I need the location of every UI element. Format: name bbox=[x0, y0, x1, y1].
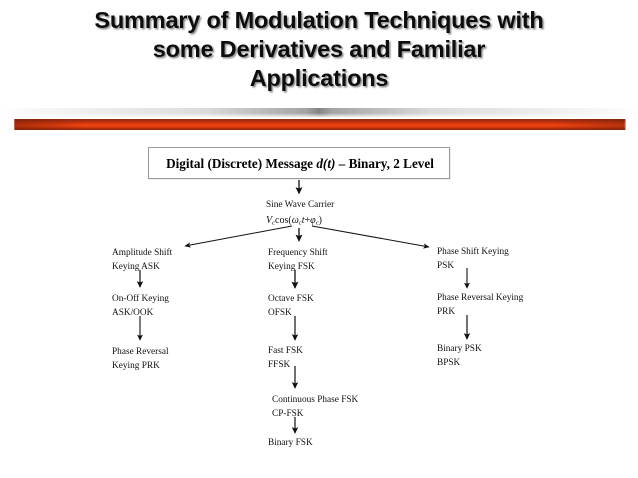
page-title: Summary of Modulation Techniques with so… bbox=[94, 7, 544, 91]
root-label-italic-symbol: d(t) bbox=[316, 156, 336, 171]
node-on-off-keying[interactable]: On-Off Keying ASK/OOK bbox=[112, 294, 169, 318]
formula-omega-sub: c bbox=[298, 219, 302, 227]
node-fast-fsk[interactable]: Fast FSK FFSK bbox=[268, 346, 303, 370]
divider-glow bbox=[0, 108, 638, 118]
node-octave-fsk[interactable]: Octave FSK OFSK bbox=[268, 294, 314, 318]
formula-v: V bbox=[266, 215, 273, 226]
formula-plus: + bbox=[304, 215, 311, 226]
formula-omega: ω bbox=[291, 215, 299, 226]
node-frequency-shift-keying[interactable]: Frequency Shift Keying FSK bbox=[268, 248, 328, 272]
node-binary-psk[interactable]: Binary PSK BPSK bbox=[437, 344, 482, 368]
formula-cos: cos( bbox=[275, 215, 292, 226]
node-phase-reversal-keying-right[interactable]: Phase Reversal Keying PRK bbox=[437, 293, 524, 317]
carrier-node-label: Sine Wave Carrier bbox=[266, 200, 335, 210]
formula-phi-sub: c bbox=[315, 219, 319, 227]
node-phase-reversal-keying-left[interactable]: Phase Reversal Keying PRK bbox=[112, 347, 169, 371]
root-node-box[interactable]: Digital (Discrete) Message d(t) – Binary… bbox=[148, 147, 450, 179]
node-continuous-phase-fsk[interactable]: Continuous Phase FSK CP-FSK bbox=[272, 395, 359, 419]
formula-v-sub: c bbox=[272, 219, 276, 227]
node-amplitude-shift-keying[interactable]: Amplitude Shift Keying ASK bbox=[112, 248, 173, 272]
formula-t: t bbox=[301, 215, 305, 226]
carrier-formula: Vccos(ωct+φc) bbox=[266, 214, 322, 229]
node-binary-fsk[interactable]: Binary FSK bbox=[268, 438, 313, 448]
node-phase-shift-keying[interactable]: Phase Shift Keying PSK bbox=[437, 247, 509, 271]
root-node-label: Digital (Discrete) Message d(t) – Binary… bbox=[166, 156, 434, 171]
formula-close: ) bbox=[318, 215, 322, 226]
formula-phi: φ bbox=[310, 215, 316, 226]
